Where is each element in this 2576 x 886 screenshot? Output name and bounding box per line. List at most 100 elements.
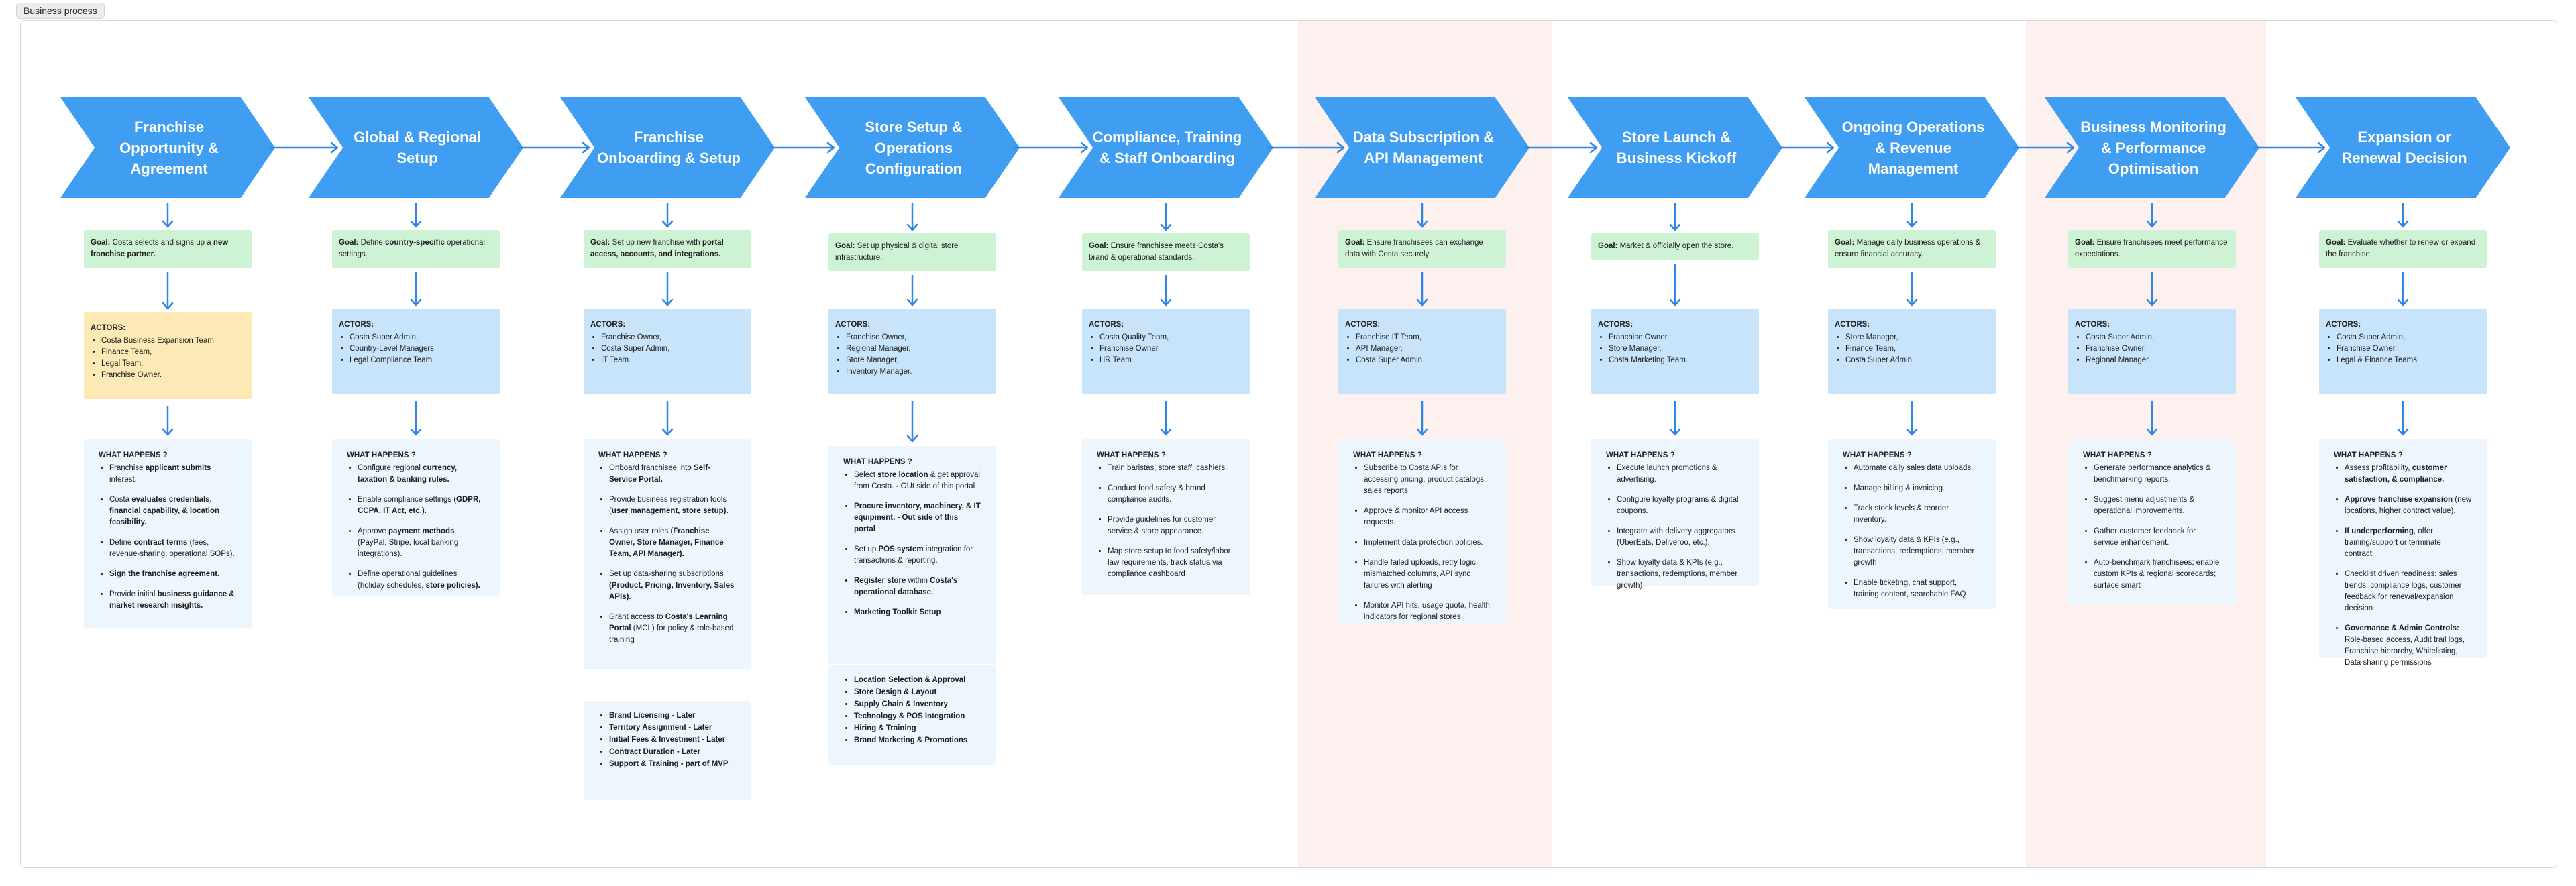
what-happens-item: Define contract terms (fees, revenue-sha…: [109, 537, 237, 560]
actor-item: Inventory Manager.: [846, 366, 989, 378]
actor-item: Finance Team,: [1845, 343, 1989, 355]
text-run: Procure inventory, machinery, & IT equip…: [854, 502, 981, 533]
text-run: Ensure franchisees can exchange data wit…: [1345, 239, 1483, 258]
actors-list: Costa Super Admin,Country-Level Managers…: [339, 332, 493, 366]
actors-card: ACTORS:Franchise Owner,Store Manager,Cos…: [1591, 309, 1759, 394]
text-run: (PayPal, Stripe, local banking integrati…: [358, 539, 459, 558]
down-arrow: [661, 203, 674, 228]
text-run: Monitor API hits, usage quota, health in…: [1364, 602, 1490, 621]
text-run: Goal:: [1089, 242, 1109, 250]
text-run: country-specific: [385, 239, 445, 247]
what-happens-card: WHAT HAPPENS ?Select store location & ge…: [828, 446, 996, 664]
down-arrow: [661, 272, 674, 307]
goal-card: Goal: Set up physical & digital store in…: [828, 233, 996, 271]
text-run: Handle failed uploads, retry logic, mism…: [1364, 559, 1479, 590]
text-run: (MCL) for policy & role-based training: [609, 624, 734, 644]
text-run: Subscribe to Costa APIs for accessing pr…: [1364, 464, 1487, 495]
what-happens-card: WHAT HAPPENS ?Onboard franchisee into Se…: [584, 439, 751, 669]
what-happens-card: WHAT HAPPENS ?Automate daily sales data …: [1828, 439, 1996, 609]
what-happens-item: Suggest menu adjustments & operational i…: [2094, 494, 2221, 517]
flow-arrow: [1524, 142, 1598, 154]
stage-chevron: Ongoing Operations & Revenue Management: [1805, 97, 2019, 198]
flow-arrow: [2254, 142, 2326, 154]
actor-item: Franchise Owner,: [2337, 343, 2480, 355]
what-happens-item: Track stock levels & reorder inventory.: [1854, 503, 1981, 526]
text-run: Set up: [854, 545, 879, 553]
actor-item: Costa Business Expansion Team: [101, 335, 245, 347]
down-arrow: [2397, 272, 2409, 307]
actor-item: Costa Super Admin: [1356, 355, 1499, 366]
actor-item: Franchise Owner,: [846, 332, 989, 343]
scope-item: Technology & POS Integration: [854, 711, 981, 722]
actor-item: Costa Quality Team,: [1099, 332, 1243, 343]
what-happens-list: Configure regional currency, taxation & …: [347, 463, 485, 592]
text-run: Checklist driven readiness: sales trends…: [2345, 570, 2462, 612]
down-arrow: [1669, 401, 1681, 436]
what-happens-item: Conduct food safety & brand compliance a…: [1108, 483, 1235, 506]
what-happens-item: Implement data protection policies.: [1364, 537, 1491, 549]
text-run: Provide guidelines for customer service …: [1108, 516, 1216, 535]
what-happens-heading: WHAT HAPPENS ?: [1353, 451, 1422, 459]
stage-chevron: Business Monitoring & Performance Optimi…: [2045, 97, 2259, 198]
flow-arrow: [2014, 142, 2075, 154]
what-happens-card: WHAT HAPPENS ?Generate performance analy…: [2068, 439, 2236, 604]
actors-heading: ACTORS:: [590, 321, 626, 329]
text-run: Approve: [358, 527, 389, 535]
scope-card: Location Selection & ApprovalStore Desig…: [828, 665, 996, 765]
scope-item: Hiring & Training: [854, 723, 981, 734]
actors-heading: ACTORS:: [339, 321, 374, 329]
text-run: Assess profitability,: [2345, 464, 2412, 472]
text-run: store policies).: [425, 582, 480, 590]
flow-arrow: [769, 142, 835, 154]
text-run: Define operational guidelines (holiday s…: [358, 570, 458, 590]
stage-chevron: Data Subscription & API Management: [1315, 97, 1529, 198]
actors-card: ACTORS:Costa Super Admin,Franchise Owner…: [2068, 309, 2236, 394]
text-run: Suggest menu adjustments & operational i…: [2094, 496, 2195, 515]
stage-chevron: Expansion or Renewal Decision: [2296, 97, 2510, 198]
down-arrow: [1669, 264, 1681, 307]
stage-chevron: Store Launch & Business Kickoff: [1568, 97, 1782, 198]
text-run: Goal:: [2075, 239, 2095, 247]
text-run: Train baristas, store staff, cashiers.: [1108, 464, 1228, 472]
flow-arrow: [1268, 142, 1345, 154]
actors-card: ACTORS:Costa Business Expansion TeamFina…: [84, 312, 252, 399]
flow-arrow: [1777, 142, 1835, 154]
stage-title: Store Launch & Business Kickoff: [1616, 129, 1737, 166]
text-run: Franchise Owner, Store Manager, Finance …: [609, 527, 724, 558]
down-arrow: [906, 401, 918, 443]
down-arrow: [1160, 401, 1172, 436]
down-arrow: [1906, 272, 1918, 307]
actors-heading: ACTORS:: [2075, 321, 2110, 329]
what-happens-list: Generate performance analytics & benchma…: [2083, 463, 2221, 592]
down-arrow: [2397, 203, 2409, 228]
text-run: portal access, accounts, and integration…: [590, 239, 724, 258]
down-arrow: [410, 203, 422, 228]
text-run: (Product, Pricing, Inventory, Sales APIs…: [609, 582, 735, 601]
text-run: Map store setup to food safety/labor law…: [1108, 547, 1231, 578]
what-happens-item: Gather customer feedback for service enh…: [2094, 526, 2221, 549]
actor-item: HR Team: [1099, 355, 1243, 366]
scope-list: Location Selection & ApprovalStore Desig…: [843, 675, 981, 746]
text-run: Show loyalty data & KPIs (e.g., transact…: [1854, 536, 1975, 567]
text-run: Governance & Admin Controls:: [2345, 624, 2459, 632]
what-happens-item: Configure regional currency, taxation & …: [358, 463, 485, 486]
text-run: Grant access to: [609, 613, 665, 621]
text-run: Define: [358, 239, 386, 247]
scope-item: Territory Assignment - Later: [609, 722, 737, 734]
what-happens-item: Provide initial business guidance & mark…: [109, 589, 237, 612]
stage-chevron: Compliance, Training & Staff Onboarding: [1059, 97, 1273, 198]
what-happens-item: Marketing Toolkit Setup: [854, 607, 981, 618]
what-happens-item: Enable ticketing, chat support, training…: [1854, 577, 1981, 600]
actor-item: Store Manager,: [846, 355, 989, 366]
goal-card: Goal: Ensure franchisee meets Costa's br…: [1082, 233, 1250, 271]
what-happens-item: Handle failed uploads, retry logic, mism…: [1364, 557, 1491, 592]
text-run: Goal:: [91, 239, 111, 247]
what-happens-item: Map store setup to food safety/labor law…: [1108, 546, 1235, 580]
down-arrow: [906, 275, 918, 307]
stage-title: Business Monitoring & Performance Optimi…: [2080, 118, 2226, 177]
what-happens-item: Provide guidelines for customer service …: [1108, 514, 1235, 537]
what-happens-list: Franchise applicant submits interest.Cos…: [99, 463, 237, 612]
text-run: Goal:: [1598, 242, 1618, 250]
what-happens-item: Assess profitability, customer satisfact…: [2345, 463, 2472, 486]
actors-card: ACTORS:Franchise Owner,Regional Manager,…: [828, 309, 996, 394]
